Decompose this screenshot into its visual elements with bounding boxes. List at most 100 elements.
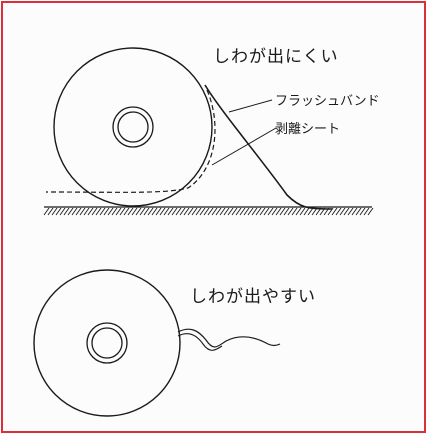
ground-hatching — [43, 207, 374, 216]
roll-core-inner-2 — [91, 327, 123, 359]
hatch-stroke — [211, 207, 218, 216]
hatch-stroke — [167, 207, 174, 216]
hatch-stroke — [123, 207, 130, 216]
hatch-stroke — [287, 207, 294, 216]
hatch-stroke — [295, 207, 302, 216]
hatch-stroke — [43, 207, 50, 216]
hatch-stroke — [91, 207, 98, 216]
roll-core-outer — [112, 106, 154, 148]
hatch-stroke — [99, 207, 106, 216]
roll-good — [53, 47, 213, 207]
hatch-stroke — [359, 207, 366, 216]
flash-band-label: フラッシュバンド — [275, 94, 380, 109]
hatch-stroke — [239, 207, 246, 216]
hatch-stroke — [163, 207, 170, 216]
hatch-stroke — [355, 207, 362, 216]
hatch-stroke — [67, 207, 74, 216]
hatch-stroke — [231, 207, 238, 216]
hatch-stroke — [263, 207, 270, 216]
hatch-stroke — [279, 207, 286, 216]
release-sheet-leader — [211, 127, 277, 166]
hatch-stroke — [243, 207, 250, 216]
hatch-stroke — [103, 207, 110, 216]
hatch-stroke — [175, 207, 182, 216]
hatch-stroke — [223, 207, 230, 216]
hatch-stroke — [131, 207, 138, 216]
wrinkle-curve-outer — [177, 328, 281, 348]
hatch-stroke — [319, 207, 326, 216]
hatch-stroke — [75, 207, 82, 216]
hatch-stroke — [119, 207, 126, 216]
hatch-stroke — [183, 207, 190, 216]
hatch-stroke — [71, 207, 78, 216]
hatch-stroke — [347, 207, 354, 216]
hatch-stroke — [271, 207, 278, 216]
hatch-stroke — [139, 207, 146, 216]
hatch-stroke — [331, 207, 338, 216]
wrinkle-curve-inner — [177, 333, 223, 351]
hatch-stroke — [135, 207, 142, 216]
hatch-stroke — [219, 207, 226, 216]
hatch-stroke — [47, 207, 54, 216]
hatch-stroke — [291, 207, 298, 216]
hatch-stroke — [251, 207, 258, 216]
hatch-stroke — [327, 207, 334, 216]
hatch-stroke — [171, 207, 178, 216]
hatch-stroke — [151, 207, 158, 216]
hatch-stroke — [83, 207, 90, 216]
caption-hard-to-wrinkle: しわが出にくい — [213, 47, 339, 67]
hatch-stroke — [155, 207, 162, 216]
hatch-stroke — [255, 207, 262, 216]
hatch-stroke — [303, 207, 310, 216]
hatch-stroke — [335, 207, 342, 216]
hatch-stroke — [299, 207, 306, 216]
hatch-stroke — [363, 207, 370, 216]
hatch-stroke — [215, 207, 222, 216]
hatch-stroke — [351, 207, 358, 216]
hatch-stroke — [283, 207, 290, 216]
hatch-stroke — [275, 207, 282, 216]
roll-core-outer-2 — [86, 322, 128, 364]
hatch-stroke — [267, 207, 274, 216]
hatch-stroke — [143, 207, 150, 216]
hatch-stroke — [235, 207, 242, 216]
roll-wrinkled — [33, 269, 181, 417]
hatch-stroke — [195, 207, 202, 216]
roll-core-inner — [117, 111, 149, 143]
hatch-stroke — [307, 207, 314, 216]
hatch-stroke — [323, 207, 330, 216]
hatch-stroke — [147, 207, 154, 216]
hatch-stroke — [227, 207, 234, 216]
hatch-stroke — [343, 207, 350, 216]
hatch-stroke — [367, 207, 374, 216]
hatch-stroke — [87, 207, 94, 216]
hatch-stroke — [339, 207, 346, 216]
roll-outer-circle-2 — [33, 269, 181, 417]
hatch-stroke — [115, 207, 122, 216]
hatch-stroke — [199, 207, 206, 216]
hatch-stroke — [159, 207, 166, 216]
hatch-stroke — [127, 207, 134, 216]
hatch-stroke — [111, 207, 118, 216]
hatch-stroke — [311, 207, 318, 216]
hatch-stroke — [95, 207, 102, 216]
hatch-stroke — [207, 207, 214, 216]
release-sheet-label: 剥離シート — [275, 122, 341, 137]
hatch-stroke — [107, 207, 114, 216]
hatch-stroke — [315, 207, 322, 216]
hatch-stroke — [63, 207, 70, 216]
hatch-stroke — [259, 207, 266, 216]
hatch-stroke — [179, 207, 186, 216]
flash-band-leader — [228, 99, 273, 113]
caption-easy-to-wrinkle: しわが出やすい — [190, 287, 316, 307]
hatch-stroke — [59, 207, 66, 216]
release-sheet-line — [45, 89, 216, 193]
hatch-stroke — [187, 207, 194, 216]
hatch-stroke — [55, 207, 62, 216]
hatch-stroke — [79, 207, 86, 216]
roll-outer-circle — [53, 47, 213, 207]
flash-band-line — [204, 84, 333, 210]
